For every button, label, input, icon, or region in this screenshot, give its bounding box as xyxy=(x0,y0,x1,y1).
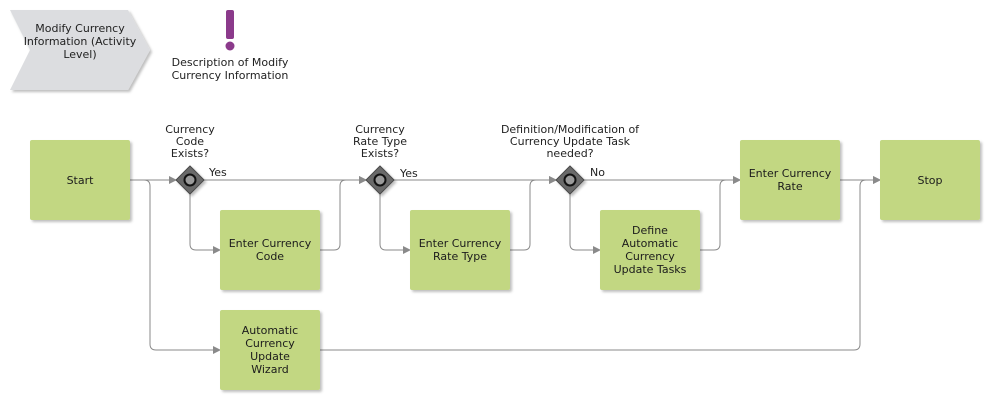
question-rate-type-exists: Currency Rate Type Exists? xyxy=(353,123,407,160)
activity-level-chevron xyxy=(10,10,150,90)
activity-level-label: Modify Currency Information (Activity Le… xyxy=(23,22,137,61)
automatic-update-wizard-box[interactable] xyxy=(220,310,320,390)
question-task-needed: Definition/Modification of Currency Upda… xyxy=(500,123,640,160)
question-code-exists: Currency Code Exists? xyxy=(165,123,215,160)
gateway-code-exists[interactable] xyxy=(175,165,205,195)
connector-define-rate xyxy=(700,176,741,251)
define-automatic-tasks-label: Define Automatic Currency Update Tasks xyxy=(613,224,687,276)
enter-currency-rate-type-box[interactable] xyxy=(410,210,510,290)
edge-label-yes-1: Yes xyxy=(209,166,227,179)
gateway-rate-type-exists[interactable] xyxy=(365,165,395,195)
enter-currency-code-box[interactable] xyxy=(220,210,320,290)
automatic-update-wizard-label: Automatic Currency Update Wizard xyxy=(241,324,299,376)
enter-currency-rate-type-label: Enter Currency Rate Type xyxy=(418,237,502,263)
connector-wizard-stop xyxy=(320,176,881,351)
stop-label: Stop xyxy=(917,173,943,187)
description-label: Description of Modify Currency Informati… xyxy=(171,56,289,82)
start-label: Start xyxy=(66,173,94,187)
stop-box[interactable] xyxy=(880,140,980,220)
edge-label-yes-2: Yes xyxy=(400,167,418,180)
start-box[interactable] xyxy=(30,140,130,220)
enter-currency-rate-label: Enter Currency Rate xyxy=(748,167,832,193)
connector-gw3-yes-define xyxy=(569,194,601,254)
connector-start-wizard xyxy=(143,179,221,354)
enter-currency-code-label: Enter Currency Code xyxy=(228,237,312,263)
connector-gw2-no-ratetype xyxy=(379,194,411,254)
edge-label-no-3: No xyxy=(590,166,605,179)
define-automatic-tasks-box[interactable] xyxy=(600,210,700,290)
connector-ratetype-gw3 xyxy=(510,176,557,251)
connector-gw1-no-code xyxy=(189,194,221,254)
gateway-task-needed[interactable] xyxy=(555,165,585,195)
exclamation-icon xyxy=(225,10,235,51)
connector-code-gw2 xyxy=(320,176,367,251)
enter-currency-rate-box[interactable] xyxy=(740,140,840,220)
